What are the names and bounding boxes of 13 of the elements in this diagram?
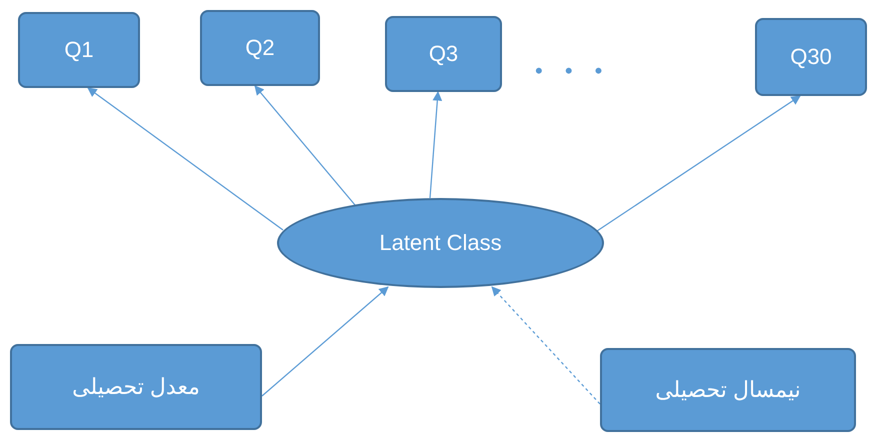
rounded-box: Q2 [200,10,320,86]
arrow [491,286,600,404]
rounded-box: نیمسال تحصیلی [600,348,856,432]
arrow [87,87,284,230]
rounded-box: معدل تحصیلی [10,344,262,430]
rounded-box: Q1 [18,12,140,88]
ellipse-node: Latent Class [277,198,604,288]
arrow [254,85,356,206]
rounded-box: Q3 [385,16,502,92]
arrow [262,286,389,396]
ellipsis-text: • • • [535,58,610,84]
arrow [429,91,442,198]
rounded-box: Q30 [755,18,867,96]
